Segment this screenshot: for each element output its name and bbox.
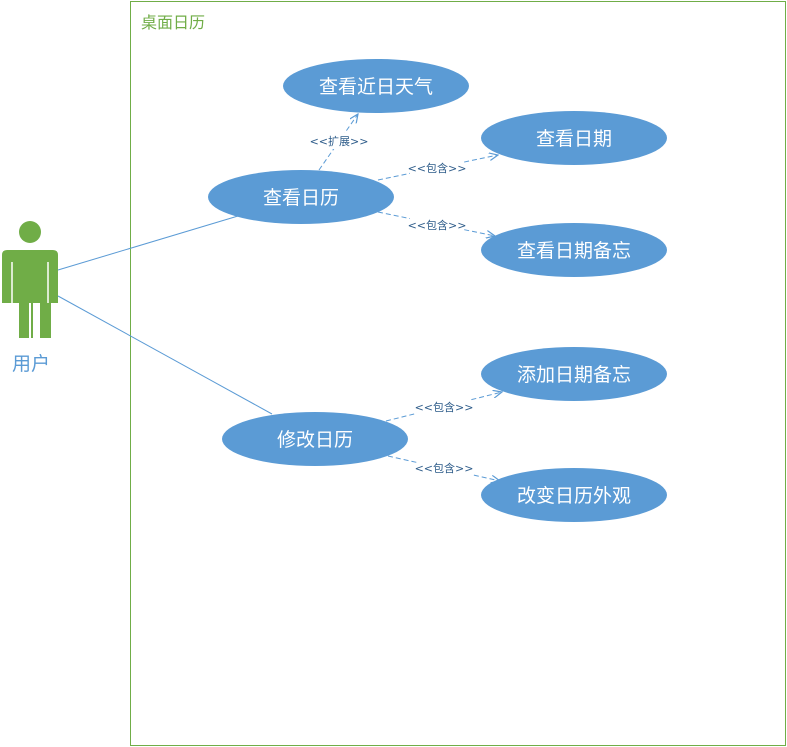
use-case-modify-calendar-label: 修改日历	[277, 429, 353, 451]
use-case-modify-calendar[interactable]: 修改日历	[222, 412, 408, 466]
use-case-view-calendar-label: 查看日历	[263, 187, 339, 209]
include-label-view-memo: <<包含>>	[408, 218, 467, 232]
include-arrow-view-date	[377, 155, 498, 181]
use-case-change-appearance[interactable]: 改变日历外观	[481, 468, 667, 522]
include-label-add-memo: <<包含>>	[415, 400, 474, 414]
extend-label: <<扩展>>	[310, 134, 369, 148]
use-case-change-appearance-label: 改变日历外观	[517, 485, 631, 507]
use-case-view-date[interactable]: 查看日期	[481, 111, 667, 165]
actor-label: 用户	[12, 353, 50, 375]
use-case-view-date-label: 查看日期	[536, 128, 612, 150]
use-case-view-calendar[interactable]: 查看日历	[208, 170, 394, 224]
include-label-view-date: <<包含>>	[408, 161, 467, 175]
use-case-add-memo-label: 添加日期备忘	[517, 364, 631, 386]
use-case-add-memo[interactable]: 添加日期备忘	[481, 347, 667, 401]
system-boundary	[130, 1, 786, 746]
association-modify-calendar	[57, 295, 273, 415]
association-view-calendar	[57, 215, 239, 271]
system-title: 桌面日历	[141, 13, 205, 32]
use-case-view-weather[interactable]: 查看近日天气	[283, 59, 469, 113]
person-icon	[2, 221, 58, 338]
include-label-change-appearance: <<包含>>	[415, 461, 474, 475]
use-case-view-memo-label: 查看日期备忘	[517, 240, 631, 262]
use-case-view-memo[interactable]: 查看日期备忘	[481, 223, 667, 277]
use-case-view-weather-label: 查看近日天气	[319, 76, 433, 98]
